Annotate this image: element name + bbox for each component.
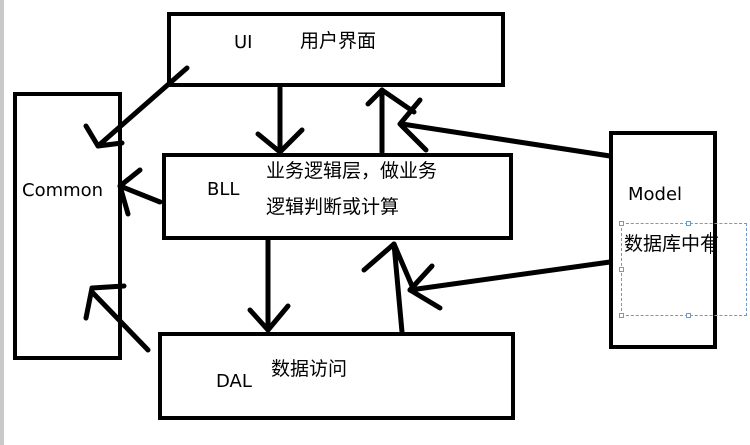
bll-description-line2: 逻辑判断或计算 xyxy=(266,196,400,218)
canvas-left-edge xyxy=(0,0,4,445)
dal-tag-label: DAL xyxy=(216,371,252,392)
resize-handle-top-middle[interactable] xyxy=(686,221,691,226)
dal-layer-box xyxy=(158,332,515,420)
arrow-dal-to-common xyxy=(83,283,151,353)
dal-description-label: 数据访问 xyxy=(271,358,348,380)
bll-layer-box xyxy=(162,153,513,240)
bll-description-line1: 业务逻辑层，做业务 xyxy=(266,160,438,182)
resize-handle-bottom-left[interactable] xyxy=(619,313,624,318)
ui-layer-box xyxy=(167,12,505,87)
arrow-ui-to-common xyxy=(83,65,190,149)
bll-tag-label: BLL xyxy=(207,179,240,200)
ui-tag-label: UI xyxy=(234,32,253,53)
model-edit-text[interactable]: 数据库中有 xyxy=(624,233,720,255)
arrow-ui-to-bll xyxy=(255,85,305,155)
model-title-label: Model xyxy=(628,184,683,205)
arrow-model-to-ui xyxy=(397,97,613,159)
common-label: Common xyxy=(22,180,104,201)
arrow-bll-to-ui xyxy=(365,87,417,155)
arrow-model-to-dal xyxy=(407,259,613,311)
arrow-bll-to-dal xyxy=(247,237,291,333)
arrow-dal-to-bll xyxy=(361,241,415,335)
resize-handle-bottom-middle[interactable] xyxy=(686,313,691,318)
model-box xyxy=(609,131,717,349)
text-caret xyxy=(710,232,711,254)
resize-handle-top-left[interactable] xyxy=(619,221,624,226)
common-box xyxy=(13,92,122,360)
resize-handle-middle-left[interactable] xyxy=(619,267,624,272)
arrow-bll-to-common xyxy=(117,167,163,217)
ui-description-label: 用户界面 xyxy=(300,30,377,52)
